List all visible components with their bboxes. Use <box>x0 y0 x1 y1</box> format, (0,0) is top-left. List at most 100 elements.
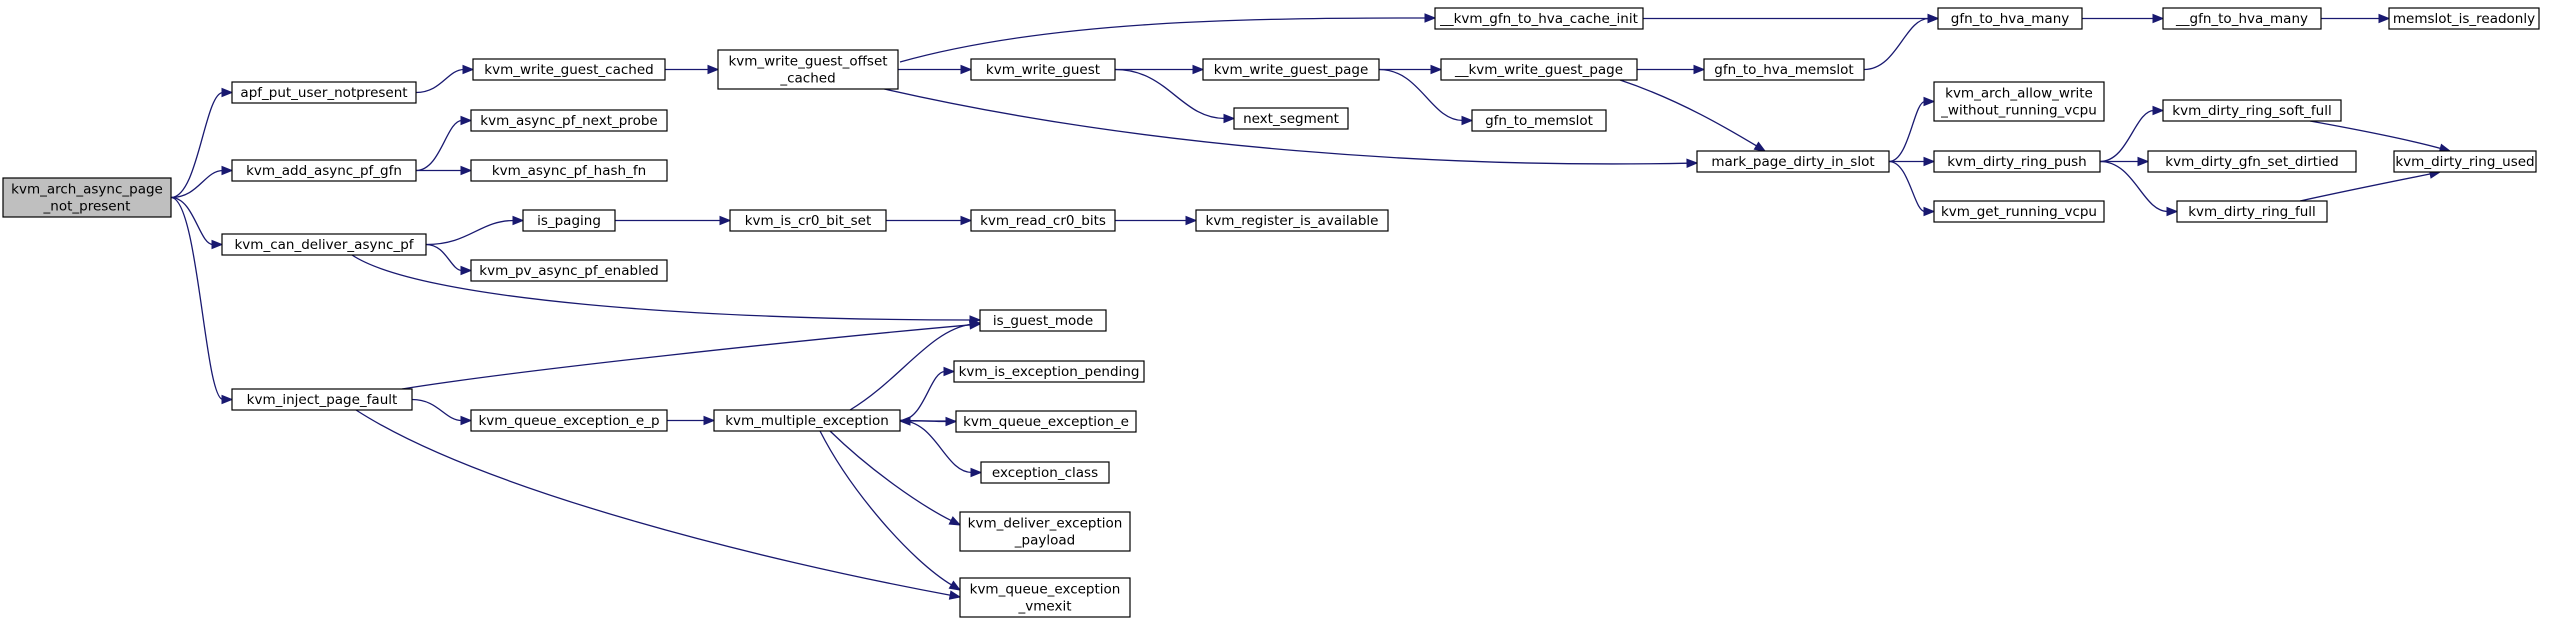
node-kvm-write-guest-page[interactable]: __kvm_write_guest_page <box>1440 58 1638 81</box>
node-label: kvm_dirty_ring_push <box>1947 154 2087 170</box>
node-box <box>470 159 668 182</box>
node-box <box>1933 200 2105 223</box>
edge-gfn-to-hva-memslot-to-gfn-to-hva-many-arrowhead <box>1927 13 1940 24</box>
node-label: kvm_write_guest_page <box>1214 62 1369 78</box>
node-kvm-is-cr0-bit-set[interactable]: kvm_is_cr0_bit_set <box>729 209 887 232</box>
node-box <box>1233 107 1349 130</box>
node-kvm-write-guest-offset-cached[interactable]: kvm_write_guest_offset_cached <box>717 49 899 90</box>
node-label: kvm_write_guest <box>986 62 1100 78</box>
edge-root-to-kvm-inject-page-fault-arrowhead <box>221 394 234 405</box>
edge-kvm-write-guest-offset-cached-to-kvm-write-guest-arrowhead <box>960 64 973 75</box>
edge-kvm-write-guest-offset-cached-to-kvm-gfn-to-hva-cache-init <box>899 17 1427 63</box>
node-kvm-dirty-ring-used[interactable]: kvm_dirty_ring_used <box>2393 150 2537 173</box>
node-kvm-multiple-exception[interactable]: kvm_multiple_exception <box>713 409 901 432</box>
node-apf-put-user-notpresent[interactable]: apf_put_user_notpresent <box>231 81 417 104</box>
edge-kvm-read-cr0-bits-to-kvm-register-is-available-arrowhead <box>1185 215 1198 226</box>
node-kvm-add-async-pf-gfn[interactable]: kvm_add_async_pf_gfn <box>231 159 417 182</box>
edge-kvm-dirty-ring-push-to-kvm-dirty-ring-full-arrowhead <box>2166 206 2179 217</box>
node-kvm-can-deliver-async-pf[interactable]: kvm_can_deliver_async_pf <box>221 233 427 256</box>
node-is-guest-mode[interactable]: is_guest_mode <box>979 309 1107 332</box>
node-next-segment[interactable]: next_segment <box>1233 107 1349 130</box>
edge-kvm-inject-page-fault-to-kvm-queue-exception-vmexit <box>355 409 952 597</box>
edge-kvm-dirty-ring-push-to-kvm-dirty-gfn-set-dirtied-arrowhead <box>2137 156 2150 167</box>
node-label: kvm_queue_exception <box>970 582 1121 598</box>
node-label: kvm_write_guest_cached <box>484 62 653 78</box>
node-memslot-is-readonly[interactable]: memslot_is_readonly <box>2388 7 2540 30</box>
node-kvm-read-cr0-bits[interactable]: kvm_read_cr0_bits <box>970 209 1116 232</box>
node-kvm-arch-allow-write-without-running-vcpu[interactable]: kvm_arch_allow_write_without_running_vcp… <box>1933 81 2105 122</box>
node-kvm-queue-exception-e[interactable]: kvm_queue_exception_e <box>955 410 1137 433</box>
node-kvm-inject-page-fault[interactable]: kvm_inject_page_fault <box>231 388 413 411</box>
node-label: kvm_write_guest_offset <box>728 54 887 70</box>
edge-root-to-kvm-add-async-pf-gfn-arrowhead <box>221 165 234 176</box>
node-gfn-to-hva-many[interactable]: __gfn_to_hva_many <box>2162 7 2322 30</box>
edge-kvm-multiple-exception-to-kvm-queue-exception-vmexit <box>819 430 953 586</box>
node-box <box>221 233 427 256</box>
node-kvm-dirty-ring-push[interactable]: kvm_dirty_ring_push <box>1933 150 2101 173</box>
node-label: _payload <box>1014 533 1075 549</box>
node-kvm-async-pf-next-probe[interactable]: kvm_async_pf_next_probe <box>470 109 668 132</box>
node-label: kvm_is_exception_pending <box>959 364 1140 380</box>
node-label: is_paging <box>537 213 601 229</box>
edge-kvm-can-deliver-async-pf-to-kvm-pv-async-pf-enabled-arrowhead <box>460 265 473 276</box>
node-kvm-dirty-ring-full[interactable]: kvm_dirty_ring_full <box>2176 200 2328 223</box>
node-box <box>2393 150 2537 173</box>
edge-kvm-write-guest-page-to-gfn-to-hva-memslot-arrowhead <box>1693 64 1706 75</box>
node-label: kvm_is_cr0_bit_set <box>745 213 872 229</box>
node-kvm-get-running-vcpu[interactable]: kvm_get_running_vcpu <box>1933 200 2105 223</box>
node-gfn-to-hva-many[interactable]: gfn_to_hva_many <box>1937 7 2083 30</box>
edge-mark-page-dirty-in-slot-to-kvm-get-running-vcpu-arrowhead <box>1923 206 1936 217</box>
edge-kvm-dirty-ring-soft-full-to-kvm-dirty-ring-used <box>2309 120 2442 150</box>
node-kvm-register-is-available[interactable]: kvm_register_is_available <box>1195 209 1389 232</box>
node-kvm-deliver-exception-payload[interactable]: kvm_deliver_exception_payload <box>959 511 1131 552</box>
edge-kvm-dirty-ring-push-to-kvm-dirty-ring-soft-full <box>2099 109 2155 163</box>
node-label: kvm_get_running_vcpu <box>1941 204 2097 220</box>
edge-kvm-is-cr0-bit-set-to-kvm-read-cr0-bits-arrowhead <box>960 215 973 226</box>
node-label: gfn_to_memslot <box>1485 113 1593 129</box>
node-label: kvm_dirty_ring_soft_full <box>2172 103 2331 119</box>
node-box <box>959 577 1131 618</box>
edge-kvm-inject-page-fault-to-kvm-queue-exception-e-p-arrowhead <box>460 415 473 426</box>
node-mark-page-dirty-in-slot[interactable]: mark_page_dirty_in_slot <box>1696 150 1890 173</box>
node-box <box>955 410 1137 433</box>
node-kvm-queue-exception-vmexit[interactable]: kvm_queue_exception_vmexit <box>959 577 1131 618</box>
node-label: mark_page_dirty_in_slot <box>1711 154 1874 170</box>
node-label: gfn_to_hva_memslot <box>1714 62 1853 78</box>
node-kvm-write-guest-cached[interactable]: kvm_write_guest_cached <box>472 58 666 81</box>
node-box <box>470 109 668 132</box>
node-label: kvm_register_is_available <box>1206 213 1379 229</box>
node-label: kvm_inject_page_fault <box>247 392 398 408</box>
node-box <box>2176 200 2328 223</box>
node-kvm-write-guest[interactable]: kvm_write_guest <box>970 58 1116 81</box>
node-kvm-dirty-gfn-set-dirtied[interactable]: kvm_dirty_gfn_set_dirtied <box>2147 150 2357 173</box>
node-label: kvm_queue_exception_e_p <box>478 413 659 429</box>
node-kvm-write-guest-page[interactable]: kvm_write_guest_page <box>1202 58 1380 81</box>
node-kvm-pv-async-pf-enabled[interactable]: kvm_pv_async_pf_enabled <box>470 259 668 282</box>
edge-kvm-multiple-exception-to-kvm-deliver-exception-payload <box>829 430 953 522</box>
node-is-paging[interactable]: is_paging <box>522 209 616 232</box>
node-box <box>231 388 413 411</box>
node-label: exception_class <box>992 465 1098 481</box>
edge-kvm-inject-page-fault-to-is-guest-mode <box>401 324 972 390</box>
node-gfn-to-hva-memslot[interactable]: gfn_to_hva_memslot <box>1703 58 1865 81</box>
node-kvm-is-exception-pending[interactable]: kvm_is_exception_pending <box>953 360 1145 383</box>
edge-kvm-write-guest-page-to-mark-page-dirty-in-slot <box>1619 79 1758 147</box>
edge-kvm-multiple-exception-to-kvm-deliver-exception-payload-arrowhead <box>948 516 962 526</box>
node-label: next_segment <box>1243 111 1339 127</box>
node-kvm-async-pf-hash-fn[interactable]: kvm_async_pf_hash_fn <box>470 159 668 182</box>
node-kvm-queue-exception-e-p[interactable]: kvm_queue_exception_e_p <box>470 409 668 432</box>
edge-kvm-write-guest-to-kvm-write-guest-page-arrowhead <box>1192 64 1205 75</box>
node-label: kvm_can_deliver_async_pf <box>234 237 414 253</box>
node-kvm-dirty-ring-soft-full[interactable]: kvm_dirty_ring_soft_full <box>2162 99 2342 122</box>
node-kvm-gfn-to-hva-cache-init[interactable]: __kvm_gfn_to_hva_cache_init <box>1434 7 1644 30</box>
node-exception-class[interactable]: exception_class <box>980 461 1110 484</box>
edge-root-to-apf-put-user-notpresent-arrowhead <box>221 87 234 98</box>
node-box <box>2162 99 2342 122</box>
edge-kvm-multiple-exception-to-is-guest-mode <box>849 323 972 411</box>
node-gfn-to-memslot[interactable]: gfn_to_memslot <box>1471 109 1607 132</box>
edge-kvm-dirty-ring-push-to-kvm-dirty-ring-soft-full-arrowhead <box>2152 105 2165 116</box>
node-box <box>979 309 1107 332</box>
node-box <box>2388 7 2540 30</box>
edge-mark-page-dirty-in-slot-to-kvm-get-running-vcpu <box>1888 160 1926 213</box>
